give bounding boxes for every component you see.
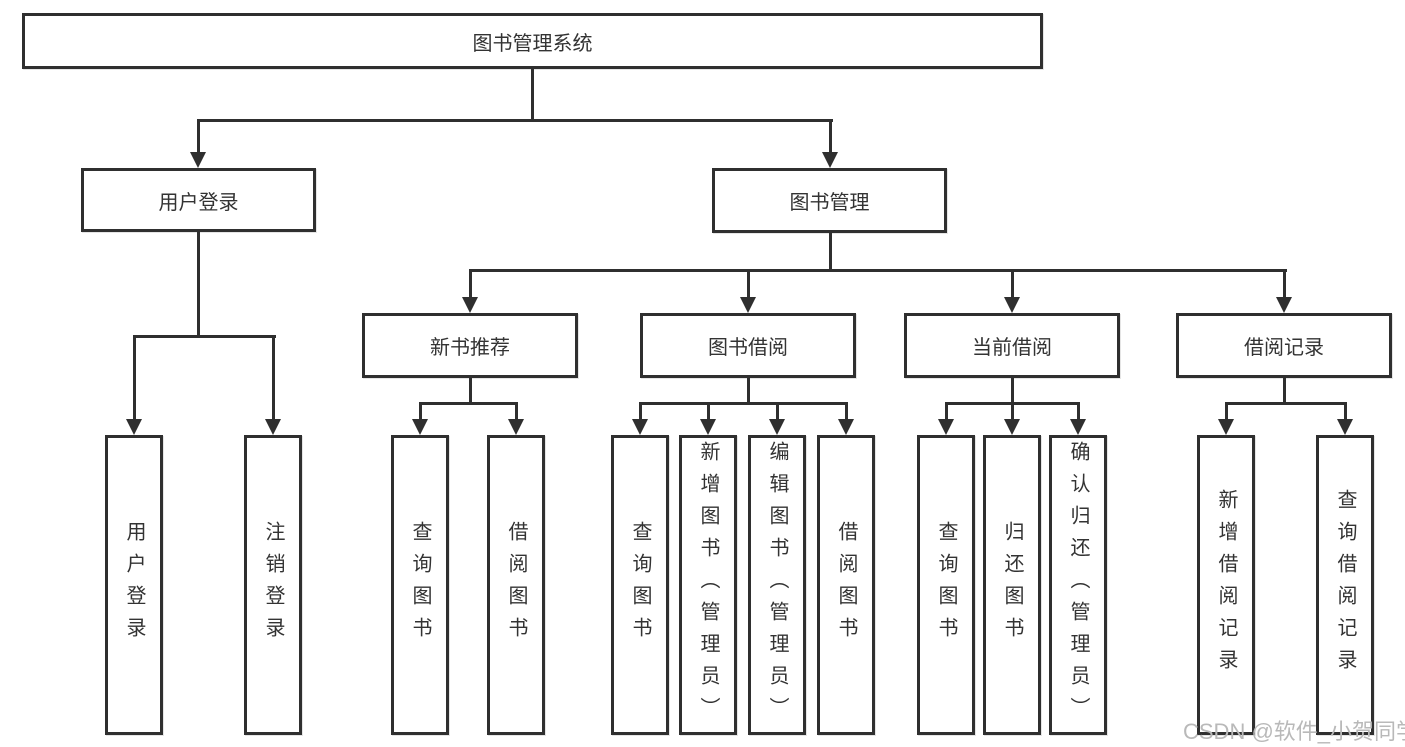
- leaf-nb-borrow: 借阅图书: [487, 435, 545, 735]
- edge-to-current-borrow: [1011, 269, 1014, 299]
- node-current-borrow-label: 当前借阅: [972, 337, 1052, 359]
- arrowhead-user-login-icon: [190, 152, 206, 168]
- edge-to-leaf-br-query: [1344, 402, 1347, 421]
- arrowhead-book-mgmt-icon: [822, 152, 838, 168]
- arrowhead-leaf-bb-borrow-icon: [838, 419, 854, 435]
- leaf-bb-edit: 编辑图书（管理员）: [748, 435, 806, 735]
- edge-to-leaf-nb-borrow: [515, 402, 518, 421]
- edge-new-book-rec-bus: [419, 402, 518, 405]
- arrowhead-book-borrow-icon: [740, 297, 756, 313]
- leaf-nb-borrow-label: 借阅图书: [505, 521, 527, 649]
- arrowhead-leaf-nb-query-icon: [412, 419, 428, 435]
- edge-book-mgmt-bus: [469, 269, 1287, 272]
- edge-to-leaf-user-login: [133, 335, 136, 420]
- edge-to-leaf-bb-edit: [776, 402, 779, 421]
- node-book-mgmt-label: 图书管理: [789, 192, 870, 214]
- watermark: CSDN @软件_小贺同学: [1183, 719, 1405, 744]
- edge-user-login-trunk: [197, 232, 200, 338]
- edge-to-leaf-logout: [272, 335, 275, 420]
- leaf-nb-query: 查询图书: [391, 435, 449, 735]
- leaf-br-query: 查询借阅记录: [1316, 435, 1374, 735]
- node-user-login: 用户登录: [81, 168, 316, 232]
- arrowhead-current-borrow-icon: [1004, 297, 1020, 313]
- leaf-bb-add-label: 新增图书（管理员）: [697, 441, 719, 729]
- edge-to-leaf-br-add: [1225, 402, 1228, 421]
- node-root: 图书管理系统: [22, 13, 1043, 69]
- edge-book-mgmt-trunk: [829, 233, 832, 272]
- edge-to-borrow-records: [1283, 269, 1286, 299]
- node-new-book-rec: 新书推荐: [362, 313, 578, 378]
- leaf-cb-confirm: 确认归还（管理员）: [1049, 435, 1107, 735]
- leaf-bb-borrow-label: 借阅图书: [835, 521, 857, 649]
- leaf-user-login: 用户登录: [105, 435, 163, 735]
- node-current-borrow: 当前借阅: [904, 313, 1120, 378]
- leaf-bb-borrow: 借阅图书: [817, 435, 875, 735]
- leaf-bb-add: 新增图书（管理员）: [679, 435, 737, 735]
- node-borrow-records: 借阅记录: [1176, 313, 1392, 378]
- arrowhead-leaf-bb-add-icon: [700, 419, 716, 435]
- edge-to-leaf-cb-return: [1011, 402, 1014, 421]
- edge-to-user-login: [197, 119, 200, 153]
- edge-book-borrow-bus: [639, 402, 848, 405]
- arrowhead-leaf-logout-icon: [265, 419, 281, 435]
- edge-borrow-records-trunk: [1283, 378, 1286, 405]
- edge-to-leaf-bb-query: [639, 402, 642, 421]
- leaf-logout-label: 注销登录: [262, 521, 284, 649]
- node-borrow-records-label: 借阅记录: [1244, 337, 1324, 359]
- arrowhead-leaf-user-login-icon: [126, 419, 142, 435]
- arrowhead-leaf-cb-return-icon: [1004, 419, 1020, 435]
- edge-to-new-book-rec: [469, 269, 472, 299]
- leaf-br-add: 新增借阅记录: [1197, 435, 1255, 735]
- edge-to-leaf-bb-add: [707, 402, 710, 421]
- node-book-borrow-label: 图书借阅: [708, 337, 788, 359]
- edge-to-book-mgmt: [829, 119, 832, 153]
- leaf-cb-return: 归还图书: [983, 435, 1041, 735]
- arrowhead-leaf-cb-query-icon: [938, 419, 954, 435]
- arrowhead-leaf-br-add-icon: [1218, 419, 1234, 435]
- leaf-br-add-label: 新增借阅记录: [1215, 489, 1237, 681]
- node-user-login-label: 用户登录: [158, 191, 239, 214]
- leaf-bb-edit-label: 编辑图书（管理员）: [766, 441, 788, 729]
- edge-to-leaf-bb-borrow: [845, 402, 848, 421]
- leaf-br-query-label: 查询借阅记录: [1334, 489, 1356, 681]
- node-book-borrow: 图书借阅: [640, 313, 856, 378]
- arrowhead-leaf-bb-query-icon: [632, 419, 648, 435]
- leaf-user-login-label: 用户登录: [123, 521, 145, 649]
- leaf-bb-query-label: 查询图书: [629, 521, 651, 649]
- leaf-bb-query: 查询图书: [611, 435, 669, 735]
- arrowhead-leaf-nb-borrow-icon: [508, 419, 524, 435]
- arrowhead-borrow-records-icon: [1276, 297, 1292, 313]
- arrowhead-leaf-br-query-icon: [1337, 419, 1353, 435]
- edge-book-borrow-trunk: [747, 378, 750, 405]
- edge-root-bus: [197, 119, 833, 122]
- leaf-cb-confirm-label: 确认归还（管理员）: [1067, 441, 1089, 729]
- edge-user-login-bus: [133, 335, 276, 338]
- leaf-logout: 注销登录: [244, 435, 302, 735]
- node-new-book-rec-label: 新书推荐: [430, 337, 510, 359]
- edge-to-leaf-nb-query: [419, 402, 422, 421]
- arrowhead-new-book-rec-icon: [462, 297, 478, 313]
- edge-to-book-borrow: [747, 269, 750, 299]
- arrowhead-leaf-bb-edit-icon: [769, 419, 785, 435]
- leaf-cb-query: 查询图书: [917, 435, 975, 735]
- node-book-mgmt: 图书管理: [712, 168, 947, 233]
- node-root-label: 图书管理系统: [472, 32, 593, 55]
- arrowhead-leaf-cb-confirm-icon: [1070, 419, 1086, 435]
- leaf-nb-query-label: 查询图书: [409, 521, 431, 649]
- edge-current-borrow-trunk: [1011, 378, 1014, 405]
- leaf-cb-return-label: 归还图书: [1001, 521, 1023, 649]
- edge-to-leaf-cb-query: [945, 402, 948, 421]
- leaf-cb-query-label: 查询图书: [935, 521, 957, 649]
- edge-to-leaf-cb-confirm: [1077, 402, 1080, 421]
- edge-new-book-rec-trunk: [469, 378, 472, 405]
- edge-borrow-records-bus: [1225, 402, 1347, 405]
- edge-root-trunk: [531, 69, 534, 121]
